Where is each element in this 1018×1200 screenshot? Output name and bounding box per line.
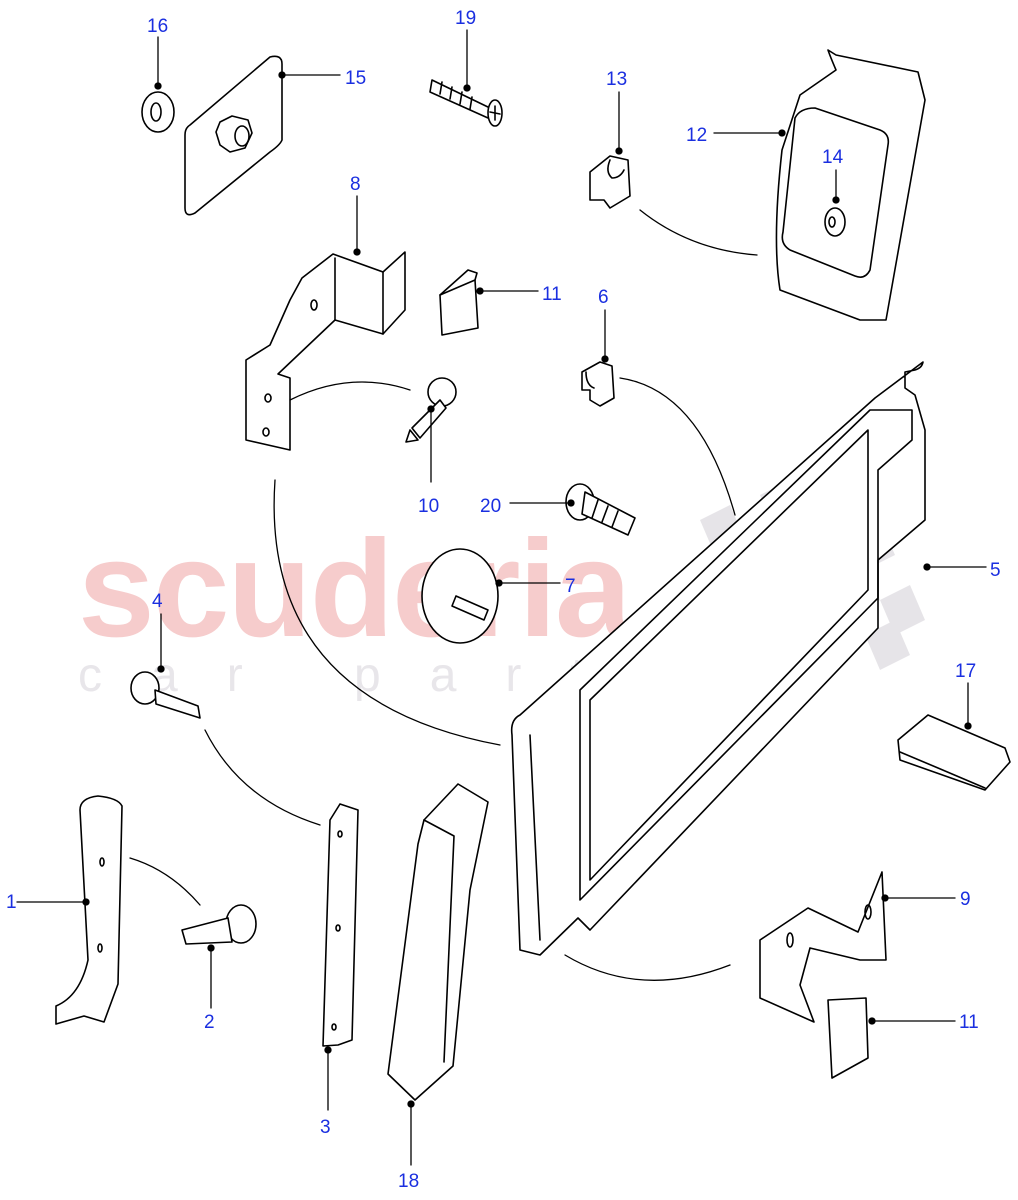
callout-2[interactable]: 2: [204, 1012, 215, 1033]
round-cap-icon: [421, 548, 499, 644]
end-cap-icon: [897, 714, 1011, 791]
callout-12[interactable]: 12: [686, 125, 708, 146]
retainer-strip-icon: [322, 803, 359, 1047]
callout-10[interactable]: 10: [418, 496, 440, 517]
callout-17[interactable]: 17: [955, 661, 977, 682]
pad-lower-icon: [827, 997, 869, 1079]
assembly-arcs: [129, 209, 758, 981]
callout-7[interactable]: 7: [565, 576, 576, 597]
callout-11-upper[interactable]: 11: [542, 284, 562, 305]
callout-11-lower[interactable]: 11: [959, 1012, 979, 1033]
pad-upper-icon: [439, 269, 479, 336]
pillar-trim-icon: [55, 795, 123, 1025]
callout-6[interactable]: 6: [598, 287, 609, 308]
bracket-upper-icon: [245, 251, 406, 451]
callout-14[interactable]: 14: [822, 147, 844, 168]
self-tapping-screw-icon: [405, 377, 457, 443]
callout-20[interactable]: 20: [480, 496, 502, 517]
callout-4[interactable]: 4: [152, 591, 163, 612]
screw-lower-left-icon: [130, 671, 201, 719]
callout-leaders: [16, 29, 987, 1166]
callout-15[interactable]: 15: [345, 68, 367, 89]
washer-icon: [141, 91, 175, 133]
callout-16[interactable]: 16: [147, 16, 169, 37]
bracket-lower-icon: [759, 871, 887, 1023]
clip-icon: [581, 361, 615, 407]
housing-icon: [775, 49, 926, 321]
callout-8[interactable]: 8: [350, 174, 361, 195]
callout-19[interactable]: 19: [455, 8, 477, 29]
nut-plate-icon: [184, 55, 283, 216]
callout-18[interactable]: 18: [398, 1171, 420, 1192]
callout-1[interactable]: 1: [6, 892, 17, 913]
callout-5[interactable]: 5: [990, 560, 1001, 581]
window-frame-panel-icon: [510, 361, 926, 956]
clip-upper-icon: [589, 155, 631, 209]
channel-trim-icon: [387, 783, 489, 1101]
callout-9[interactable]: 9: [960, 889, 971, 910]
screw-lower-icon: [181, 904, 257, 945]
callout-3[interactable]: 3: [320, 1117, 331, 1138]
callout-13[interactable]: 13: [606, 69, 628, 90]
screw-icon: [429, 79, 503, 127]
push-pin-icon: [565, 483, 636, 536]
watermark-main: scuderia: [78, 512, 632, 666]
